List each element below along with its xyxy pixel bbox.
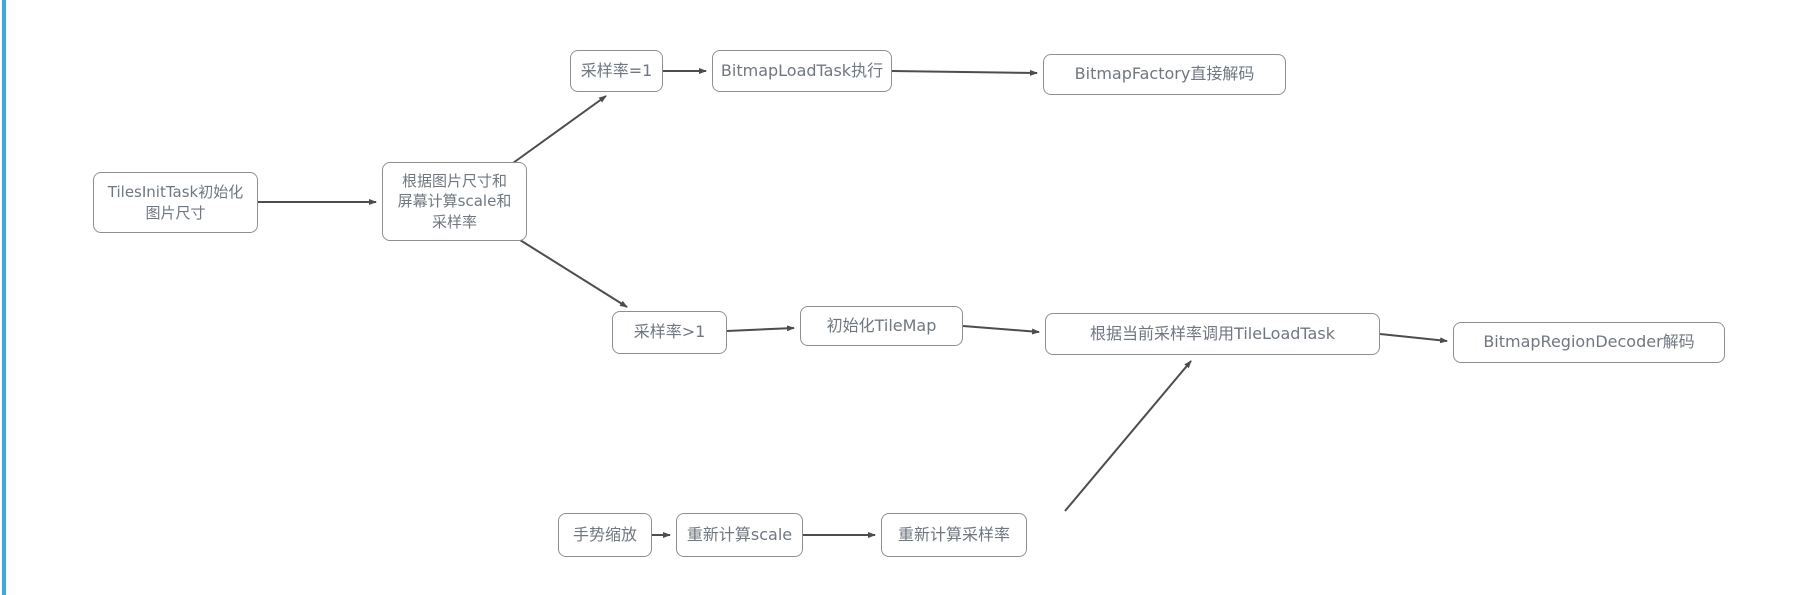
node-tiles-init-task: TilesInitTask初始化 图片尺寸 — [93, 172, 258, 233]
node-init-tilemap: 初始化TileMap — [800, 306, 963, 346]
edge-bitmaploadtask-to-bitmapfactory — [891, 69, 1038, 76]
node-sample-rate-eq-1: 采样率=1 — [570, 50, 663, 92]
node-label: 采样率=1 — [580, 60, 653, 80]
node-bitmap-factory-decode: BitmapFactory直接解码 — [1043, 54, 1286, 95]
node-label: 手势缩放 — [572, 524, 637, 544]
node-bitmap-region-decoder: BitmapRegionDecoder解码 — [1453, 322, 1725, 363]
node-gesture-zoom: 手势缩放 — [558, 513, 652, 557]
edge-tileloadtask-to-regiondecoder — [1379, 333, 1448, 344]
edge-inittilemap-to-tileloadtask — [962, 325, 1040, 335]
node-label: 重新计算scale — [686, 524, 793, 544]
node-label: TilesInitTask初始化 图片尺寸 — [107, 183, 244, 222]
node-bitmap-load-task: BitmapLoadTask执行 — [712, 50, 892, 92]
node-tile-load-task: 根据当前采样率调用TileLoadTask — [1045, 313, 1380, 355]
edge-calcscale-to-sampleeq1 — [512, 95, 607, 164]
node-label: BitmapRegionDecoder解码 — [1483, 332, 1695, 352]
node-sample-rate-gt-1: 采样率>1 — [612, 311, 727, 354]
left-accent-bar — [2, 0, 6, 595]
node-calc-scale-sample-rate: 根据图片尺寸和 屏幕计算scale和 采样率 — [382, 162, 527, 241]
node-label: 初始化TileMap — [826, 315, 937, 335]
edge-samplegt1-to-inittilemap — [726, 325, 795, 332]
edge-calcscale-to-samplegt1 — [519, 239, 628, 308]
node-label: 重新计算采样率 — [897, 524, 1010, 544]
node-label: 采样率>1 — [633, 322, 706, 342]
node-label: BitmapFactory直接解码 — [1074, 64, 1255, 84]
node-recalc-sample-rate: 重新计算采样率 — [881, 513, 1027, 557]
node-recalc-scale: 重新计算scale — [676, 513, 803, 557]
edge-recalcsample-to-tileloadtask — [1064, 360, 1192, 512]
node-label: 根据当前采样率调用TileLoadTask — [1090, 323, 1335, 343]
node-label: 根据图片尺寸和 屏幕计算scale和 采样率 — [397, 172, 512, 231]
node-label: BitmapLoadTask执行 — [720, 60, 884, 80]
